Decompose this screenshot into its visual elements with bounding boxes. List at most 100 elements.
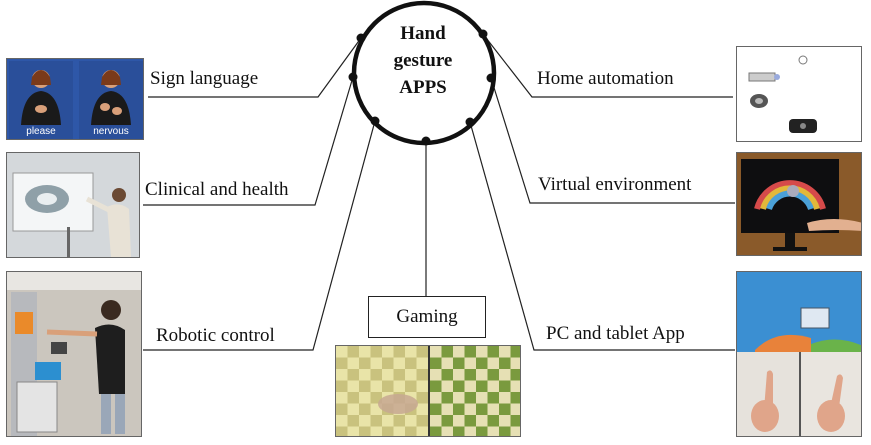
- robotic-scene: [7, 272, 141, 436]
- chess-square: [499, 380, 511, 392]
- chess-square: [430, 403, 442, 415]
- chess-square: [393, 426, 405, 436]
- chess-square: [370, 403, 382, 415]
- chess-square: [370, 369, 382, 381]
- chess-square: [430, 346, 442, 358]
- hub-dot: [356, 33, 366, 43]
- chess-square: [510, 357, 520, 369]
- chess-square: [405, 357, 417, 369]
- chess-square: [336, 346, 348, 358]
- chess-square: [336, 380, 348, 392]
- chess-square: [359, 380, 371, 392]
- hub-title-line: Hand: [400, 23, 446, 44]
- chess-square: [359, 403, 371, 415]
- hub-dot: [465, 117, 475, 127]
- clinical-scene: [7, 153, 139, 257]
- hub-dot: [486, 73, 496, 83]
- chess-square: [453, 380, 465, 392]
- chess-square: [499, 346, 511, 358]
- chess-square: [430, 426, 442, 436]
- chess-square: [430, 415, 442, 427]
- chess-square: [405, 380, 417, 392]
- chess-square: [476, 357, 488, 369]
- chess-square: [359, 369, 371, 381]
- connector-virtual: [490, 77, 735, 204]
- sign-caption-nervous: nervous: [93, 126, 129, 137]
- chess-square: [453, 357, 465, 369]
- chess-square: [510, 369, 520, 381]
- chess-square: [510, 380, 520, 392]
- chess-square: [347, 403, 359, 415]
- chess-square: [476, 369, 488, 381]
- chess-square: [336, 392, 348, 404]
- chess-square: [464, 380, 476, 392]
- hub-title-line: gesture: [393, 50, 453, 71]
- chess-square: [510, 426, 520, 436]
- chess-square: [441, 369, 453, 381]
- chess-square: [487, 380, 499, 392]
- chess-square: [499, 369, 511, 381]
- chess-square: [453, 403, 465, 415]
- chess-square: [430, 369, 442, 381]
- robotic-image: [6, 271, 142, 437]
- chess-square: [347, 369, 359, 381]
- chess-square: [499, 357, 511, 369]
- virtual-environment-image: [736, 152, 862, 256]
- chess-square: [347, 392, 359, 404]
- connector-robotic: [143, 120, 376, 351]
- sign-caption-please: please: [26, 126, 56, 137]
- home-automation-image: [736, 46, 862, 142]
- chess-square: [370, 346, 382, 358]
- chess-square: [441, 392, 453, 404]
- virtual-scene: [737, 153, 861, 255]
- chess-square: [476, 415, 488, 427]
- hub-dot: [348, 72, 358, 82]
- hub-title: Hand gesture APPS: [360, 20, 486, 101]
- chess-square: [405, 415, 417, 427]
- chess-square: [370, 380, 382, 392]
- chess-square: [487, 392, 499, 404]
- chess-square: [476, 346, 488, 358]
- connector-sign-language: [148, 37, 362, 98]
- chess-square: [487, 346, 499, 358]
- clinical-image: [6, 152, 140, 258]
- connector-home: [482, 33, 733, 98]
- chess-square: [430, 380, 442, 392]
- chess-square: [464, 415, 476, 427]
- chessboards: [336, 346, 520, 436]
- chess-square: [393, 380, 405, 392]
- chess-square: [382, 415, 394, 427]
- chess-square: [359, 392, 371, 404]
- chess-square: [510, 392, 520, 404]
- chess-square: [441, 415, 453, 427]
- chess-square: [441, 357, 453, 369]
- chess-square: [382, 426, 394, 436]
- chess-square: [510, 403, 520, 415]
- chess-square: [336, 369, 348, 381]
- chess-square: [405, 426, 417, 436]
- chess-square: [464, 369, 476, 381]
- chess-square: [336, 403, 348, 415]
- chess-square: [441, 403, 453, 415]
- chess-square: [416, 369, 428, 381]
- chess-square: [416, 426, 428, 436]
- chess-square: [416, 346, 428, 358]
- sign-language-figures: [9, 61, 143, 139]
- chess-square: [416, 380, 428, 392]
- chess-square: [347, 346, 359, 358]
- label-sign-language: Sign language: [150, 68, 259, 89]
- chess-square: [441, 380, 453, 392]
- chess-square: [347, 380, 359, 392]
- chess-square: [464, 392, 476, 404]
- label-clinical: Clinical and health: [145, 179, 289, 200]
- chess-square: [370, 426, 382, 436]
- connector-clinical: [143, 76, 354, 206]
- chess-square: [487, 415, 499, 427]
- chess-square: [510, 346, 520, 358]
- pc-tablet-image: [736, 271, 862, 437]
- chess-square: [393, 357, 405, 369]
- chess-square: [382, 357, 394, 369]
- chess-square: [430, 357, 442, 369]
- chess-square: [453, 369, 465, 381]
- label-virtual: Virtual environment: [538, 174, 692, 195]
